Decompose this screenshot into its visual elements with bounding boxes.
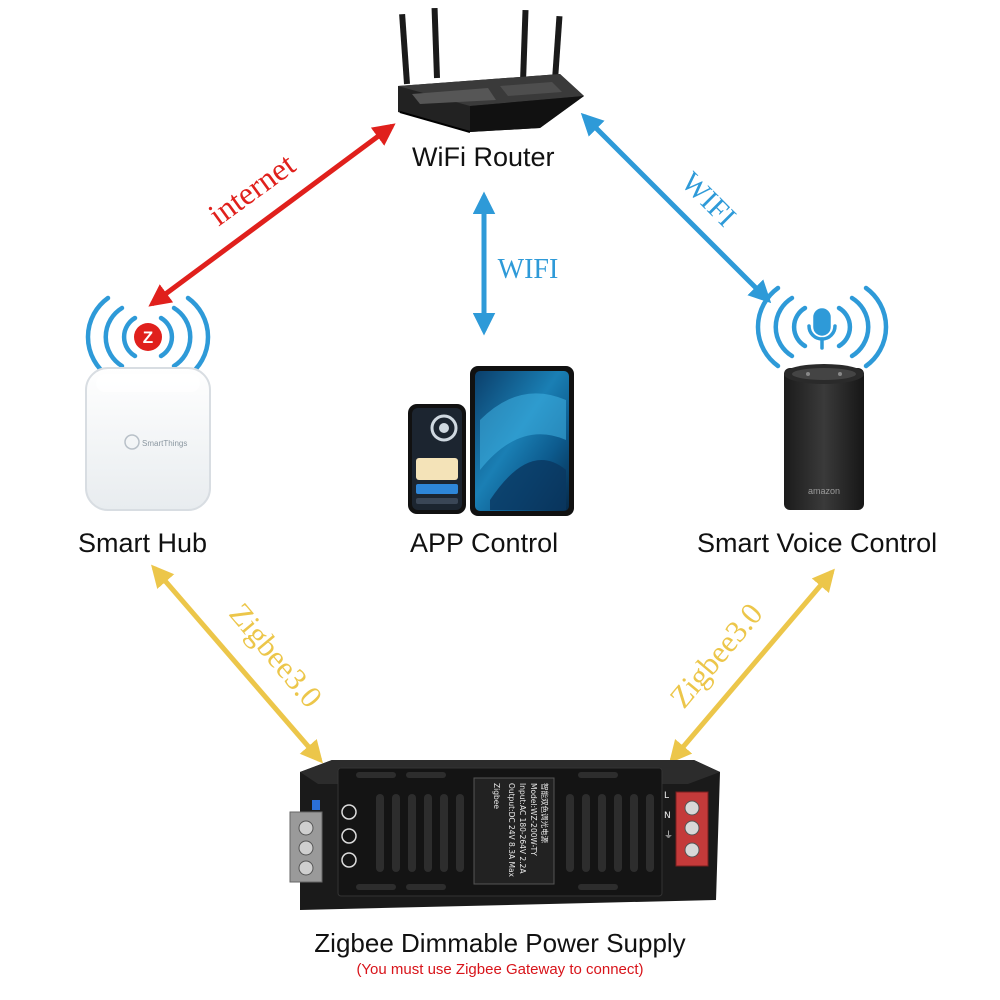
terminal-letter-l: L <box>664 791 669 801</box>
wifi-right-arrow <box>580 112 772 304</box>
router-label: WiFi Router <box>412 142 555 172</box>
terminal-letter-ground: ⏚ <box>664 830 673 841</box>
plate-line-3: Input:AC 180-264V 2.2A <box>518 783 527 874</box>
zigbee-left-arrow <box>151 564 323 764</box>
hub-label: Smart Hub <box>78 528 208 558</box>
zigbee-right-arrow <box>669 568 835 764</box>
hub-signal-waves-icon <box>85 295 211 379</box>
voice-signal-waves-icon <box>755 285 889 369</box>
plate-line-2: Model:WZ-200W-TY <box>529 783 538 856</box>
app-label: APP Control <box>410 528 559 558</box>
plate-line-4: Output:DC 24V 8.3A Max <box>507 783 516 878</box>
wifi-center-label: WIFI <box>498 254 559 285</box>
app-devices-image <box>408 366 574 516</box>
power-supply-plate-text: 智能双色调光电源 Model:WZ-200W-TY Input:AC 180-2… <box>492 783 550 878</box>
speaker-device-image <box>784 364 864 510</box>
internet-arrow <box>148 123 396 307</box>
zigbee-badge-icon <box>134 323 162 351</box>
plate-line-1: 智能双色调光电源 <box>540 783 550 843</box>
terminal-letter-n: N <box>664 811 671 821</box>
zigbee-left-label: Zigbee3.0 <box>223 596 330 714</box>
hub-brand-text: SmartThings <box>142 439 187 448</box>
plate-brand: Zigbee <box>492 783 501 809</box>
router-image <box>398 7 584 133</box>
microphone-icon <box>807 308 837 350</box>
power-supply-image <box>289 760 720 910</box>
power-supply-label: Zigbee Dimmable Power Supply <box>314 928 686 958</box>
zigbee-badge-letter: Z <box>143 328 153 347</box>
speaker-brand-text: amazon <box>808 486 840 496</box>
zigbee-right-label: Zigbee3.0 <box>662 596 769 714</box>
wifi-right-label: WIFI <box>675 166 742 233</box>
internet-label: internet <box>201 146 301 233</box>
voice-label: Smart Voice Control <box>697 528 938 558</box>
power-supply-note: (You must use Zigbee Gateway to connect) <box>356 961 644 978</box>
hub-device-image <box>85 367 211 511</box>
